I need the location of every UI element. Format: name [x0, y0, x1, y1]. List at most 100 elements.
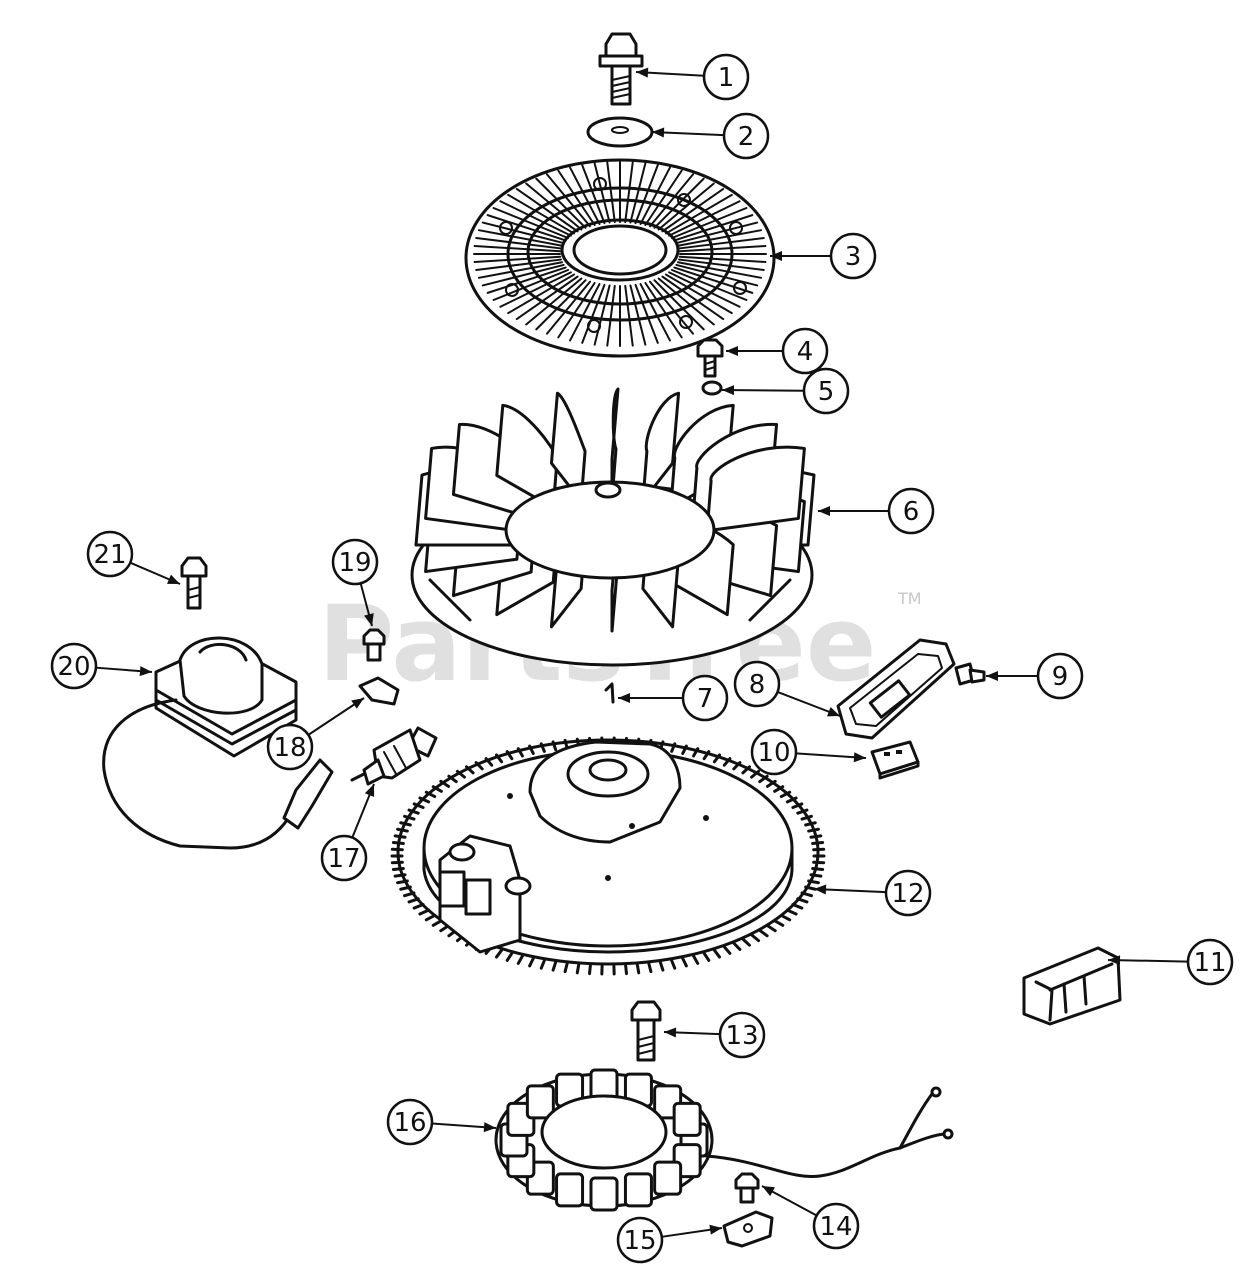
callout-15-arrowhead — [709, 1224, 722, 1235]
callout-19-arrowhead — [364, 613, 374, 626]
callout-9: 9 — [986, 652, 1084, 700]
callout-10-circle — [750, 728, 798, 776]
callout-18-circle — [266, 723, 314, 771]
callout-16-arrowhead — [483, 1122, 496, 1133]
part-flywheel — [390, 736, 826, 976]
callout-1: 1 — [635, 53, 750, 101]
callout-17-circle — [320, 834, 368, 882]
callout-21-circle — [86, 530, 134, 578]
callout-5-circle — [802, 367, 850, 415]
callout-8-circle — [733, 660, 781, 708]
callout-6-arrowhead — [818, 506, 830, 516]
callout-12-label: 12 — [891, 879, 924, 909]
callout-11: 11 — [1107, 938, 1234, 986]
callout-19-label: 19 — [338, 548, 371, 578]
part-bolt — [598, 32, 644, 106]
part-ground-clip — [358, 676, 400, 706]
callout-5-arrowhead — [722, 385, 735, 396]
part-ignition-coil — [102, 636, 334, 850]
callout-9-circle — [1036, 652, 1084, 700]
part-stator-bolt — [630, 1000, 662, 1062]
callout-11-label: 11 — [1193, 948, 1226, 978]
callout-20: 20 — [50, 642, 153, 690]
callout-1-label: 1 — [718, 63, 735, 93]
part-fan-screen — [464, 158, 776, 358]
callout-18: 18 — [266, 697, 365, 771]
callout-5-label: 5 — [818, 377, 835, 407]
callout-3-arrowhead — [770, 251, 782, 261]
callout-2-arrowhead — [652, 127, 665, 138]
callout-16: 16 — [386, 1098, 497, 1146]
callout-10: 10 — [750, 728, 867, 776]
callout-2-circle — [722, 112, 770, 160]
callout-3-circle — [829, 232, 877, 280]
callout-20-circle — [50, 642, 98, 690]
callout-20-label: 20 — [57, 652, 90, 682]
callout-9-label: 9 — [1052, 662, 1069, 692]
callout-19-circle — [331, 538, 379, 586]
callout-11-leader — [1107, 959, 1189, 963]
callout-2-leader — [651, 131, 725, 137]
part-clip — [722, 1210, 774, 1248]
part-blower-fan — [410, 387, 816, 667]
part-small-washer — [701, 380, 723, 396]
part-coil-bolt — [180, 556, 208, 610]
callout-11-arrowhead — [1108, 955, 1121, 966]
part-module — [1022, 946, 1122, 1026]
callout-13-label: 13 — [725, 1021, 758, 1051]
callout-18-arrowhead — [351, 698, 364, 709]
callout-6: 6 — [818, 487, 935, 535]
callout-14-arrowhead — [762, 1186, 775, 1197]
callout-3: 3 — [770, 232, 877, 280]
callout-21-arrowhead — [167, 574, 180, 584]
part-rectifier — [870, 740, 920, 780]
callout-12-circle — [884, 869, 932, 917]
callout-2: 2 — [651, 112, 770, 160]
callout-1-arrowhead — [636, 67, 649, 78]
callout-7-arrowhead — [618, 693, 630, 703]
callout-14: 14 — [761, 1185, 860, 1250]
part-key — [604, 682, 615, 704]
callout-7: 7 — [618, 674, 729, 722]
callout-16-label: 16 — [393, 1108, 426, 1138]
callout-13: 13 — [663, 1011, 766, 1059]
part-stator-screw — [734, 1172, 760, 1204]
callout-1-circle — [702, 53, 750, 101]
callout-12: 12 — [813, 869, 932, 917]
part-spark-plug — [350, 726, 438, 786]
callout-5: 5 — [721, 367, 850, 415]
callout-4-label: 4 — [797, 337, 814, 367]
callout-17: 17 — [320, 783, 375, 882]
callout-2-label: 2 — [738, 122, 755, 152]
callout-5-leader — [721, 389, 805, 392]
callout-17-arrowhead — [364, 784, 375, 797]
callout-14-label: 14 — [819, 1212, 852, 1242]
callout-4-arrowhead — [726, 346, 738, 356]
callout-18-label: 18 — [273, 733, 306, 763]
callout-14-circle — [812, 1202, 860, 1250]
callout-17-label: 17 — [327, 844, 360, 874]
part-washer — [586, 116, 654, 148]
callout-3-label: 3 — [845, 242, 862, 272]
callout-12-leader — [813, 888, 887, 894]
callout-15-circle — [616, 1216, 664, 1264]
part-stator — [494, 1068, 954, 1212]
part-screw-side — [954, 662, 986, 686]
callout-16-circle — [386, 1098, 434, 1146]
callout-8-label: 8 — [749, 670, 766, 700]
callout-21: 21 — [86, 530, 181, 585]
callout-8: 8 — [733, 660, 841, 717]
callout-4: 4 — [726, 327, 829, 375]
callout-6-circle — [887, 487, 935, 535]
callout-7-circle — [681, 674, 729, 722]
part-coil-screw — [362, 628, 386, 662]
callout-4-circle — [781, 327, 829, 375]
callout-21-label: 21 — [93, 540, 126, 570]
callout-11-circle — [1186, 938, 1234, 986]
callout-6-label: 6 — [903, 497, 920, 527]
callout-10-arrowhead — [853, 752, 866, 763]
callout-8-arrowhead — [827, 707, 840, 717]
callout-15-label: 15 — [623, 1226, 656, 1256]
callout-15: 15 — [616, 1216, 723, 1264]
